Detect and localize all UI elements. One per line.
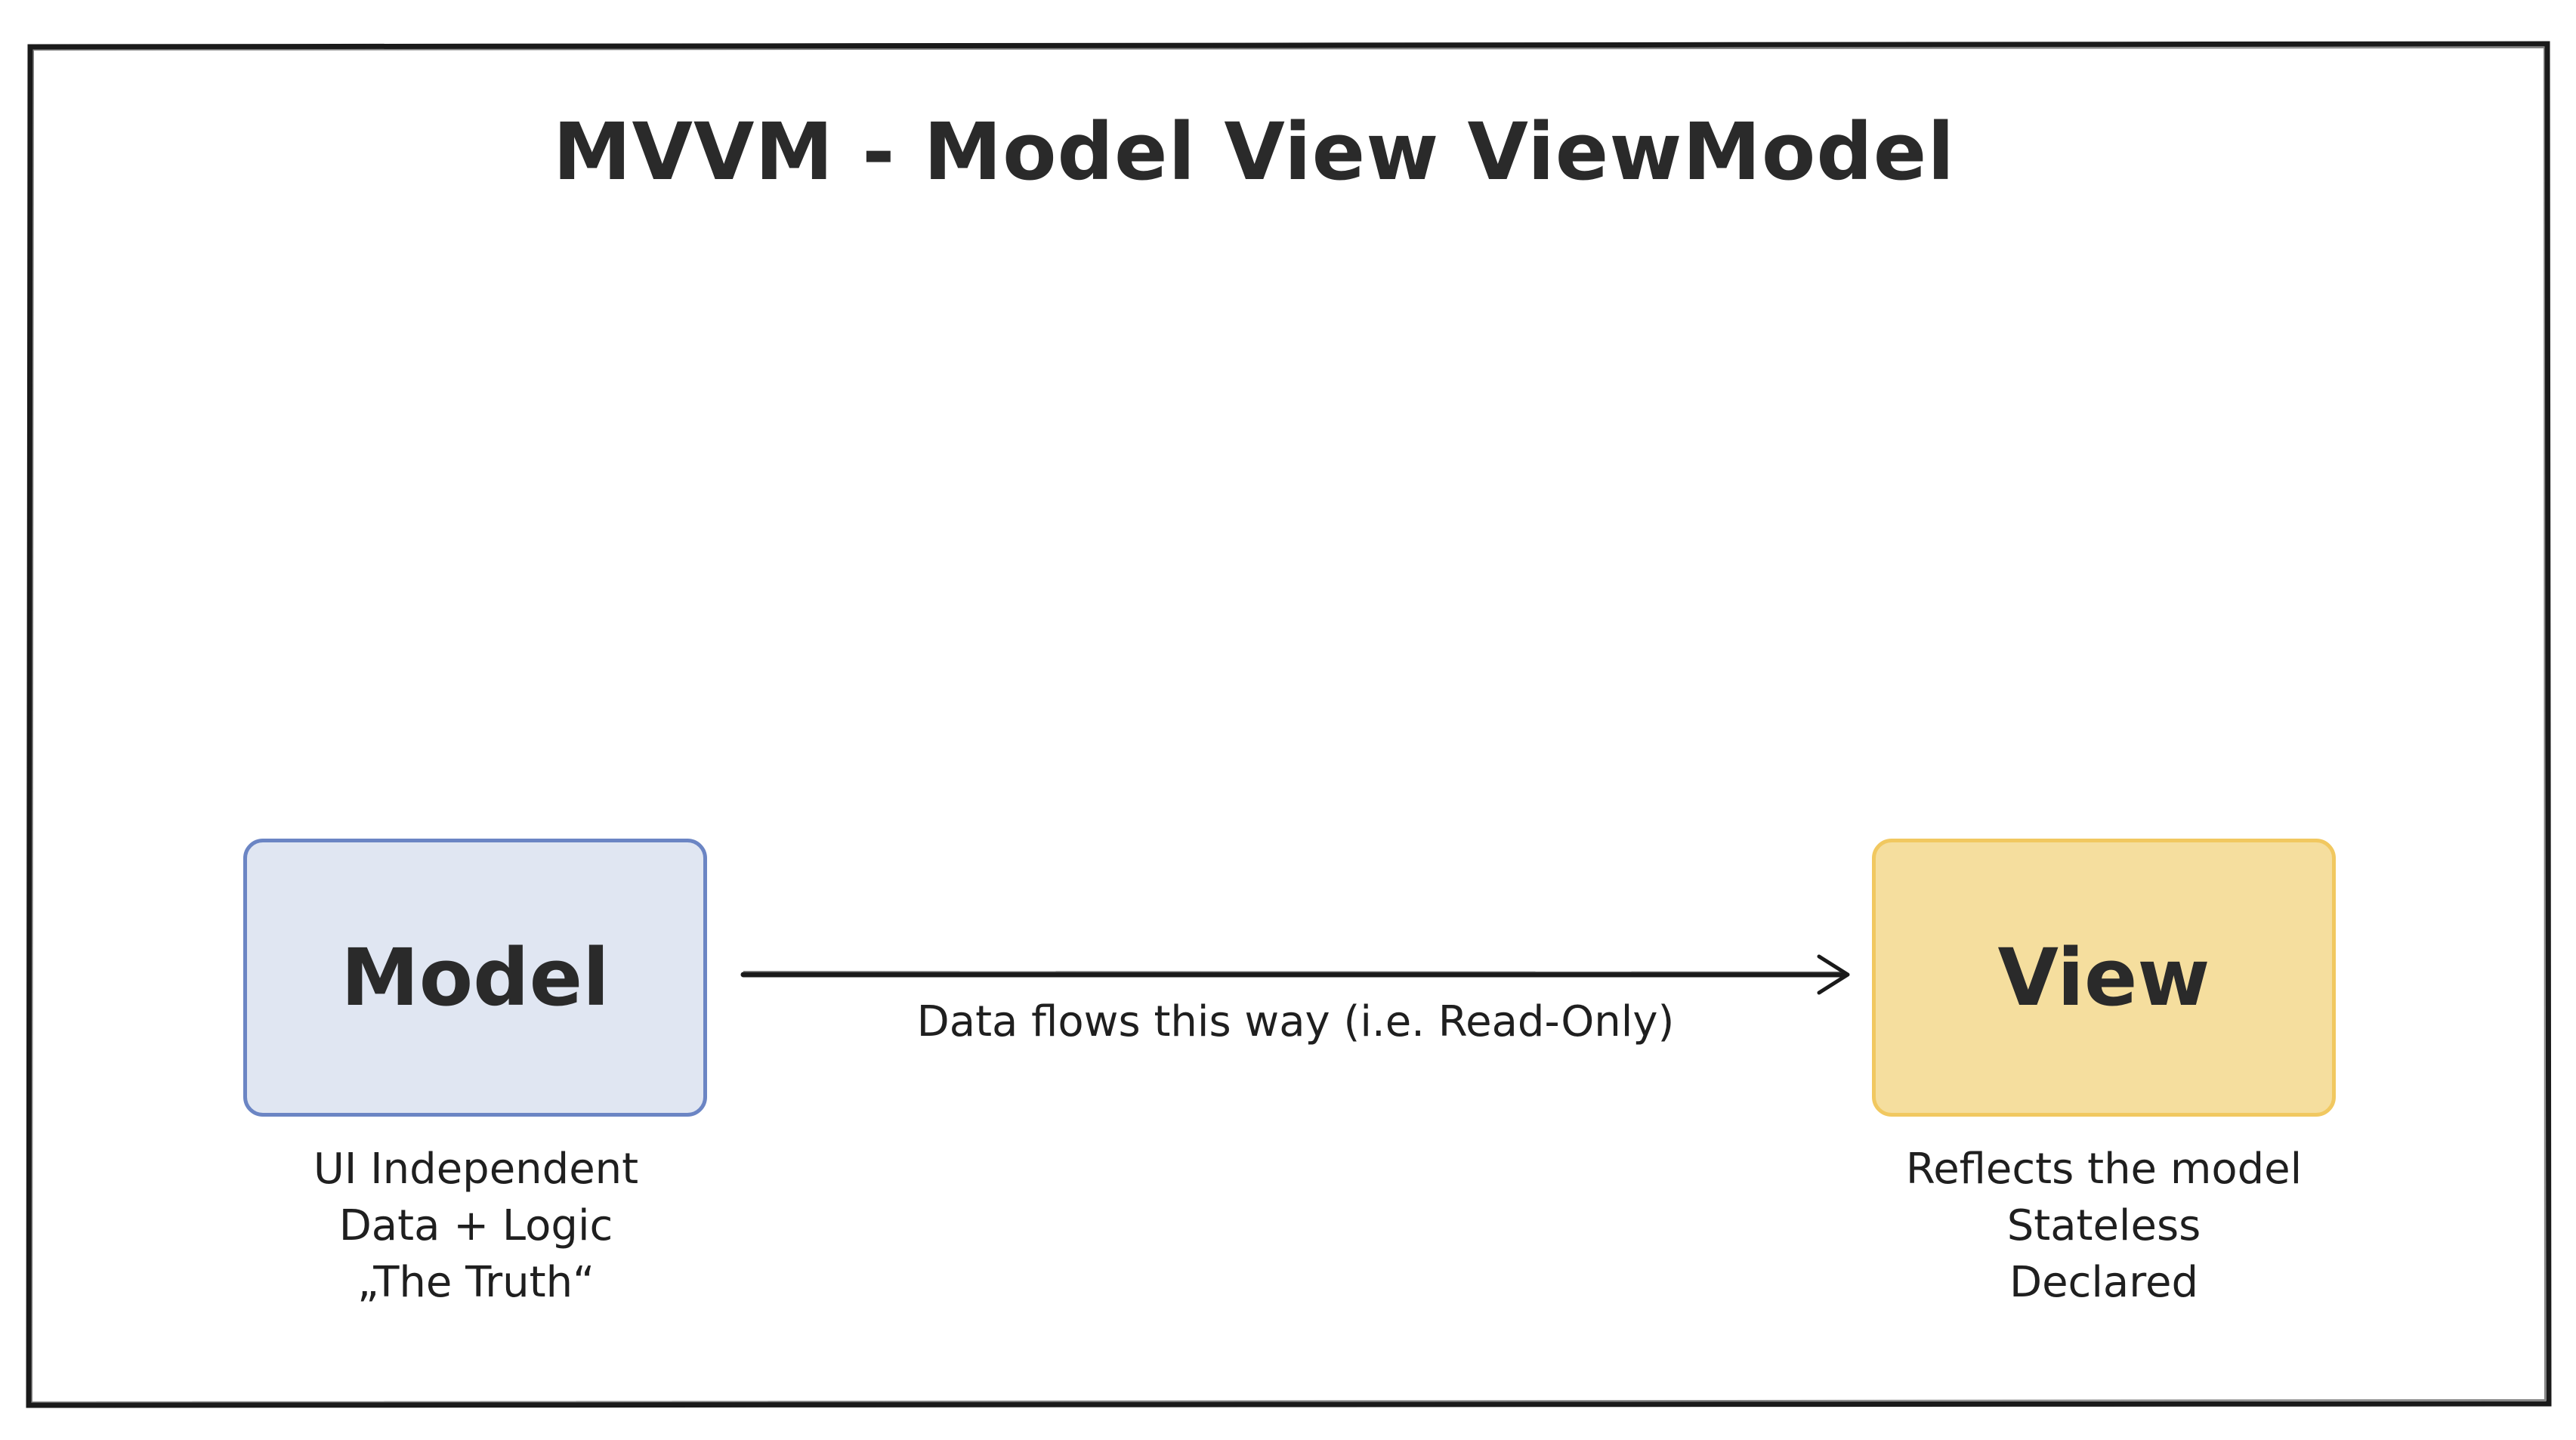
view-caption-line: Reflects the model [1905, 1145, 2303, 1194]
view-label: View [1997, 932, 2210, 1024]
model-caption-line: „The Truth“ [357, 1258, 595, 1307]
model-caption-line: Data + Logic [338, 1201, 613, 1250]
view-box: View [1872, 839, 2336, 1117]
view-caption-line: Stateless [2006, 1201, 2201, 1250]
data-flow-arrow [740, 954, 1850, 995]
view-captions: Reflects the model Stateless Declared [1828, 1141, 2380, 1311]
data-flow-label: Data flows this way (i.e. Read-Only) [916, 997, 1675, 1046]
view-caption-line: Declared [2009, 1258, 2199, 1307]
model-box: Model [243, 839, 707, 1117]
model-label: Model [341, 932, 610, 1024]
model-captions: UI Independent Data + Logic „The Truth“ [204, 1141, 748, 1311]
diagram-title: MVVM - Model View ViewModel [553, 106, 1955, 198]
model-caption-line: UI Independent [313, 1145, 639, 1194]
